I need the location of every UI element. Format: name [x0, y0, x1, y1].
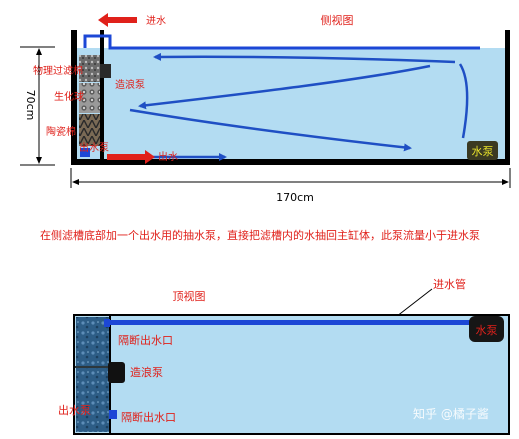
- water-in-arrow: [98, 13, 137, 27]
- filter-sponge-layer: [79, 55, 100, 82]
- top-inlet-end: [104, 319, 110, 327]
- height-dimension: 70cm: [20, 46, 55, 166]
- ceramic-layer: [79, 114, 100, 146]
- top-wave-pump: [108, 362, 125, 383]
- flow-line-lower: [129, 108, 412, 152]
- flow-line-diagonal: [138, 64, 431, 110]
- height-label: 70cm: [24, 90, 37, 121]
- top-filter-upper: [76, 317, 109, 366]
- side-main-pump-label: 水泵: [472, 145, 494, 158]
- flow-line-top: [153, 52, 456, 64]
- width-dimension: 170cm: [70, 168, 511, 204]
- outlet-pump-label: 出水泵: [79, 141, 109, 154]
- width-label: 170cm: [276, 191, 314, 204]
- side-main-pump: [467, 141, 498, 160]
- top-pump-label: 水泵: [476, 324, 498, 337]
- top-inlet-pipe: [108, 320, 470, 325]
- side-water: [77, 48, 509, 160]
- side-view: 水泵 侧视图 进水 物理过滤棉 造浪泵 生化球 陶瓷棉 出水泵 出水 70cm: [20, 13, 511, 204]
- description-text: 在侧滤槽底部加一个出水用的抽水泵，直接把滤槽内的水抽回主缸体，此泵流量小于进水泵: [40, 228, 480, 242]
- wave-pump-label: 造浪泵: [115, 78, 145, 91]
- side-outlet-pump: [80, 148, 90, 157]
- bio-ball-layer: [79, 83, 100, 113]
- top-view: 顶视图 进水管 水泵 隔断出水口 造浪泵 出水泵 隔断出水口 知乎 @橘子酱: [58, 277, 510, 435]
- top-wave-pump-label: 造浪泵: [130, 365, 163, 379]
- side-tank-left-wall: [71, 30, 77, 164]
- water-in-label: 进水: [146, 15, 166, 27]
- top-main-pump: [469, 316, 504, 342]
- flow-line-right: [458, 63, 469, 139]
- top-tank-outline: [73, 314, 510, 435]
- outlet-lower-label: 隔断出水口: [121, 410, 176, 424]
- top-view-title: 顶视图: [173, 289, 206, 303]
- side-inlet-pipe: [83, 34, 480, 50]
- side-tank-bottom: [71, 159, 510, 165]
- bio-ball-label: 生化球: [54, 90, 84, 103]
- top-filter-lower: [76, 368, 109, 432]
- side-tank-right-wall: [505, 30, 510, 164]
- outlet-upper-label: 隔断出水口: [118, 333, 173, 347]
- top-outlet-pump: [109, 410, 117, 419]
- top-water: [74, 315, 509, 434]
- watermark: 知乎 @橘子酱: [413, 406, 489, 421]
- side-view-title: 侧视图: [321, 13, 354, 27]
- water-out-arrow: [107, 150, 155, 164]
- filter-sponge-label: 物理过滤棉: [33, 64, 83, 77]
- ceramic-label: 陶瓷棉: [46, 125, 76, 138]
- water-out-label: 出水: [158, 150, 178, 163]
- inlet-pipe-label: 进水管: [433, 277, 466, 291]
- side-filter-partition: [100, 30, 104, 160]
- side-wave-pump: [100, 64, 111, 78]
- top-outlet-pump-label: 出水泵: [58, 403, 91, 417]
